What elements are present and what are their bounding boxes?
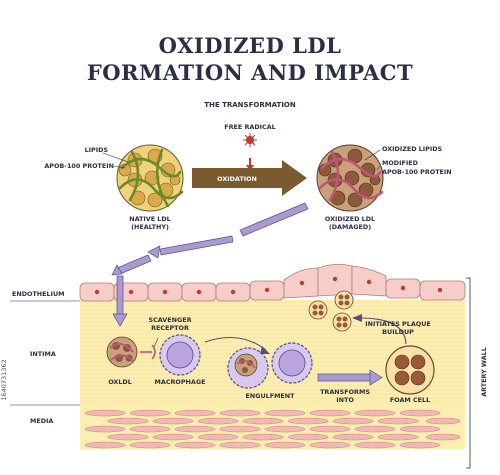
media-label: MEDIA bbox=[30, 417, 53, 425]
buildup-label: BUILDUP bbox=[382, 328, 414, 336]
intima-label: INTIMA bbox=[30, 350, 56, 358]
macrophage-cell-2 bbox=[271, 342, 313, 384]
artery-wall bbox=[10, 264, 471, 469]
native-ldl-sublabel: (HEALTHY) bbox=[131, 223, 169, 231]
lipids-label: LIPIDS bbox=[85, 146, 109, 154]
free-radical-label: FREE RADICAL bbox=[224, 123, 276, 131]
oxidation-arrow bbox=[192, 160, 307, 196]
engulfment-cell bbox=[227, 347, 269, 389]
engulfment-label: ENGULFMENT bbox=[245, 392, 295, 400]
scavenger-label: SCAVENGER bbox=[149, 316, 192, 324]
endothelium-cells bbox=[79, 264, 466, 302]
media-muscle-cells bbox=[84, 409, 461, 449]
macrophage-cell bbox=[159, 334, 201, 376]
image-id-watermark: 1640731362 bbox=[0, 359, 8, 400]
initiates-label: INITIATES PLAQUE bbox=[365, 320, 431, 328]
transforms-label: TRANSFORMS bbox=[320, 388, 370, 396]
macrophage-label: MACROPHAGE bbox=[155, 378, 206, 386]
foam-cell-label: FOAM CELL bbox=[390, 396, 430, 404]
oxidized-ldl-sublabel: (DAMAGED) bbox=[329, 223, 371, 231]
oxldl-label: OXLDL bbox=[108, 378, 132, 386]
foam-cell bbox=[385, 345, 435, 395]
title-line-2: FORMATION AND IMPACT bbox=[86, 60, 414, 85]
free-radical-icon bbox=[243, 133, 257, 171]
modified-label: MODIFIED bbox=[382, 159, 418, 167]
into-label: INTO bbox=[336, 396, 354, 404]
apob-label-right: APOB-100 PROTEIN bbox=[382, 168, 452, 176]
transforms-arrow bbox=[317, 369, 383, 386]
engulf-arrow bbox=[204, 337, 267, 351]
apob-label-left: APOB-100 PROTEIN bbox=[44, 162, 114, 170]
native-ldl-label: NATIVE LDL bbox=[129, 215, 171, 223]
artery-wall-bracket bbox=[466, 277, 471, 469]
oxidized-ldl-label: OXIDIZED LDL bbox=[325, 215, 375, 223]
oxldl-particle-intima bbox=[106, 336, 138, 368]
artery-wall-label: ARTERY WALL bbox=[480, 347, 488, 397]
endothelium-nuclei bbox=[94, 276, 443, 295]
subtitle: THE TRANSFORMATION bbox=[204, 101, 296, 109]
flow-arrows bbox=[111, 202, 309, 327]
native-ldl-particle bbox=[116, 144, 184, 212]
oxidized-lipids-label: OXIDIZED LIPIDS bbox=[382, 145, 443, 153]
endothelium-label: ENDOTHELIUM bbox=[12, 290, 65, 298]
plaque-cluster bbox=[308, 290, 354, 332]
title-line-1: OXIDIZED LDL bbox=[158, 33, 342, 58]
plaque-arrow bbox=[359, 317, 407, 345]
oxidation-label: OXIDATION bbox=[217, 175, 257, 183]
oxidized-ldl-particle bbox=[316, 144, 384, 212]
receptor-label: RECEPTOR bbox=[151, 324, 189, 332]
scavenger-receptor-icon bbox=[140, 344, 156, 360]
